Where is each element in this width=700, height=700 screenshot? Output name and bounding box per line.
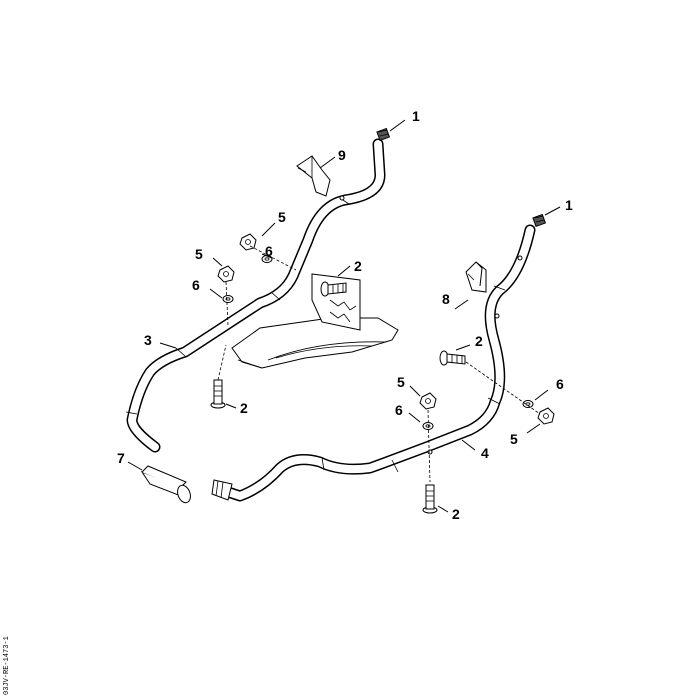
callout-2-lower-left: 2 (240, 400, 248, 416)
bolt-lower-left (210, 379, 226, 409)
callout-5-left: 5 (195, 246, 203, 262)
bolt-upper-left (320, 281, 347, 297)
callout-1-left: 1 (412, 108, 420, 124)
callout-1-right: 1 (565, 197, 573, 213)
washer-right-mid (422, 422, 434, 430)
nut-right-side (537, 407, 555, 425)
nut-upper (239, 233, 257, 251)
assembly-lines (217, 245, 541, 483)
callout-6-right-side: 6 (556, 376, 564, 392)
right-handle-tube (216, 224, 536, 502)
bolt-right-mid (439, 350, 466, 366)
washer-right-side (522, 400, 534, 408)
grip-sleeve (140, 465, 191, 504)
callout-2-lower-right: 2 (452, 506, 460, 522)
bolt-right-lower (422, 484, 438, 514)
callout-6-upper: 6 (265, 243, 273, 259)
callout-5-right-mid: 5 (397, 374, 405, 390)
tube-end-knurl (211, 479, 233, 501)
deck-plate (231, 317, 399, 369)
callout-5-upper: 5 (278, 209, 286, 225)
callout-8: 8 (442, 291, 450, 307)
callout-6-left: 6 (192, 277, 200, 293)
callout-2-right-mid: 2 (475, 333, 483, 349)
reference-code: 03JV-RE-1473-1 (3, 636, 11, 695)
callout-7: 7 (117, 450, 125, 466)
callout-5-right-side: 5 (510, 431, 518, 447)
callout-3: 3 (144, 332, 152, 348)
cap-left (376, 127, 391, 142)
washer-left (222, 295, 234, 303)
cable-clip-right (465, 261, 487, 293)
callout-4: 4 (481, 445, 489, 461)
callout-6-right-mid: 6 (395, 402, 403, 418)
cable-clip (296, 155, 331, 197)
left-handle-tube (125, 138, 386, 453)
nut-left (217, 265, 235, 283)
nut-right-mid (419, 392, 437, 410)
callout-9: 9 (338, 147, 346, 163)
cap-right (532, 213, 547, 228)
leader-lines (127, 119, 561, 513)
callout-2-upper: 2 (354, 258, 362, 274)
